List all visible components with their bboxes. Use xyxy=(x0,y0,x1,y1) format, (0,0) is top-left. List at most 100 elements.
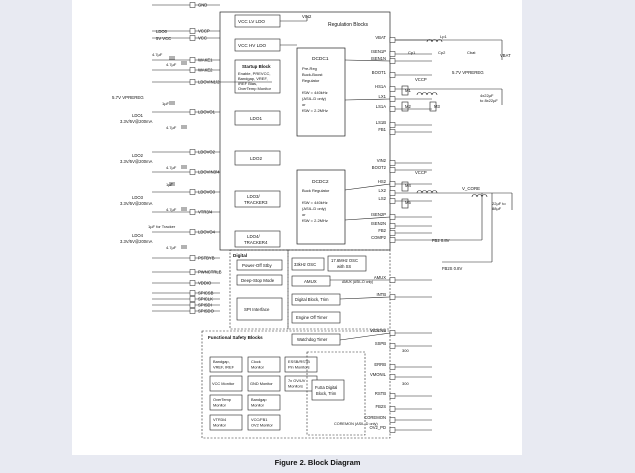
right-pin-label: FB2S xyxy=(376,404,387,409)
vccp-label: VCCP xyxy=(415,77,427,82)
left-pin-marker xyxy=(189,269,196,275)
left-pin-label: GND xyxy=(198,3,207,8)
left-pin-label: LDOVO2 xyxy=(198,150,216,155)
cap-label: 4.7µF xyxy=(166,165,177,170)
left-pin-label: WAKE2 xyxy=(198,68,213,73)
dcdc1-wire xyxy=(344,98,391,101)
left-pin-label: LDOVIN3/4 xyxy=(198,170,220,175)
fusa-essb-monitors-label: ESSB/RSTB xyxy=(288,359,310,364)
ldo4-ext-label: LDO4 xyxy=(132,233,144,238)
left-pin-label: VTR3/4 xyxy=(198,210,213,215)
inductor-l3 xyxy=(481,194,488,198)
dcdc1-line: Regulator xyxy=(302,78,320,83)
dcdc2-block xyxy=(296,169,346,245)
v-core-label: V_CORE xyxy=(462,186,480,191)
inductor-l1 xyxy=(416,92,423,96)
right-pin-marker xyxy=(389,190,396,196)
left-pin-label: LDOVO3 xyxy=(198,190,216,195)
left-pin-label: LDOVIN1/2 xyxy=(198,80,220,85)
right-pin-label: LS1A xyxy=(376,104,386,109)
ldo3-ext-label: 3.3V/5V@200mA xyxy=(120,201,153,206)
mosfet-symbol xyxy=(401,198,409,209)
left-pin-label: SPISDI xyxy=(198,303,212,308)
right-pin-marker xyxy=(389,330,396,336)
fusa-vccfb-monitor-block xyxy=(247,414,281,431)
left-pin-marker xyxy=(189,308,196,314)
right-pin-marker xyxy=(389,364,396,370)
left-pin-label: PWNCTRLB xyxy=(198,270,222,275)
right-pin-marker xyxy=(389,427,396,433)
right-pin-label: HS2 xyxy=(378,179,387,184)
fusa-clock-monitor-label: Monitor xyxy=(251,365,265,370)
left-pin-marker xyxy=(189,290,196,296)
fusa-overtemp-monitor-block xyxy=(209,394,243,411)
right-pin-marker xyxy=(389,72,396,78)
left-pin-marker xyxy=(189,280,196,286)
right-pin-label: LS1B xyxy=(376,120,386,125)
fusa-gnd-monitor-block xyxy=(247,375,281,392)
right-pin-marker xyxy=(389,96,396,102)
left-pin-label: SPICLK xyxy=(198,297,213,302)
cp2-label: Cp2 xyxy=(438,50,446,55)
right-pin-marker xyxy=(389,86,396,92)
ldo4-ext-label: 3.3V/5V@200mA xyxy=(120,239,153,244)
dcdc1-line: Buck-Boost xyxy=(302,72,323,77)
dcdc2-line: or xyxy=(302,212,306,217)
right-pin-label: ISEN1P xyxy=(371,49,386,54)
fusa-ov-uv-monitors-label: Monitors xyxy=(288,384,303,389)
fusa-digital-label-2: Block, Trim xyxy=(316,391,337,396)
fusa-essb-monitors-block xyxy=(284,356,318,373)
fb2-label: FB2 0.8V xyxy=(432,238,450,243)
lp1-label: Lp1 xyxy=(440,34,447,39)
left-pin-marker xyxy=(189,109,196,115)
dcdc2-line: (ASIL-D only) xyxy=(302,206,327,211)
vcc-hv-ldo-label: VCC HV LDO xyxy=(238,43,267,48)
startup-block-title: Startup Block xyxy=(242,64,271,69)
fusa-digital-region xyxy=(306,351,366,436)
cap-pre-label: to 8x22µF xyxy=(480,98,498,103)
mosfet-symbol xyxy=(401,181,409,192)
ldo4-block-label-2: TRACKER4 xyxy=(244,240,268,245)
tracker-cap-label: 1µF for Tracker xyxy=(148,224,176,229)
ldo0-label: LDO0 xyxy=(156,29,168,34)
right-pin-marker xyxy=(389,230,396,236)
osc-33-label: 33kHz OSC xyxy=(294,262,316,267)
engine-off-timer-label: Engine Off Timer xyxy=(296,315,328,320)
fusa-vtr34-monitor-label: VTR3/4 xyxy=(213,417,227,422)
left-pin-marker xyxy=(189,2,196,8)
fusa-vtr34-monitor-block xyxy=(209,414,243,431)
fusa-gnd-monitor-label: GND Monitor xyxy=(250,381,273,386)
block-diagram: Regulation Blocks VCC LV LDO VCC HV LDO … xyxy=(112,2,513,439)
vcc-lv-ldo-label: VCC LV LDO xyxy=(238,19,265,24)
fusa-bandgap-label: Bandgap, xyxy=(213,359,230,364)
cap-pre-label: 4x22µF xyxy=(480,93,494,98)
right-pin-label: ISEN2N xyxy=(371,221,386,226)
right-pin-marker xyxy=(389,214,396,220)
fusa-vcc-monitor-block xyxy=(209,375,243,392)
ldo1-ext-label: 3.3V/5V@200mA xyxy=(120,119,153,124)
dcdc2-line: Buck Regulator xyxy=(302,188,330,193)
left-pin-marker xyxy=(189,28,196,34)
right-pin-marker xyxy=(389,160,396,166)
left-pin-label: LDOVO4 xyxy=(198,230,216,235)
right-pin-marker xyxy=(389,406,396,412)
coremon-only-label: COREMON (ASIL-D only) xyxy=(334,422,378,426)
wd-wire xyxy=(339,332,391,341)
right-pin-marker xyxy=(389,237,396,243)
ldo4-block xyxy=(234,230,281,248)
digital-right-region xyxy=(287,249,391,330)
deep-stop-mode-label: Deep-Stop Mode xyxy=(241,278,275,283)
digital-region xyxy=(229,249,289,330)
right-pin-label: BOOT1 xyxy=(372,70,387,75)
inductor-l2 xyxy=(431,190,438,194)
cap-label: 1µF xyxy=(162,101,170,106)
cap-core-label: 22µF to xyxy=(492,201,506,206)
right-pin-marker xyxy=(389,167,396,173)
fusa-bandgap-block xyxy=(209,356,243,373)
digital-block-trim-label: Digital Block, Trim xyxy=(295,297,329,302)
dcdc2-line: fSW = 2.2MHz xyxy=(302,218,328,223)
left-pin-marker xyxy=(189,57,196,63)
dcdc2-wire xyxy=(344,183,391,191)
left-pin-label: VDDIO xyxy=(198,281,212,286)
vcc5-label: 5V VCC xyxy=(156,36,171,41)
